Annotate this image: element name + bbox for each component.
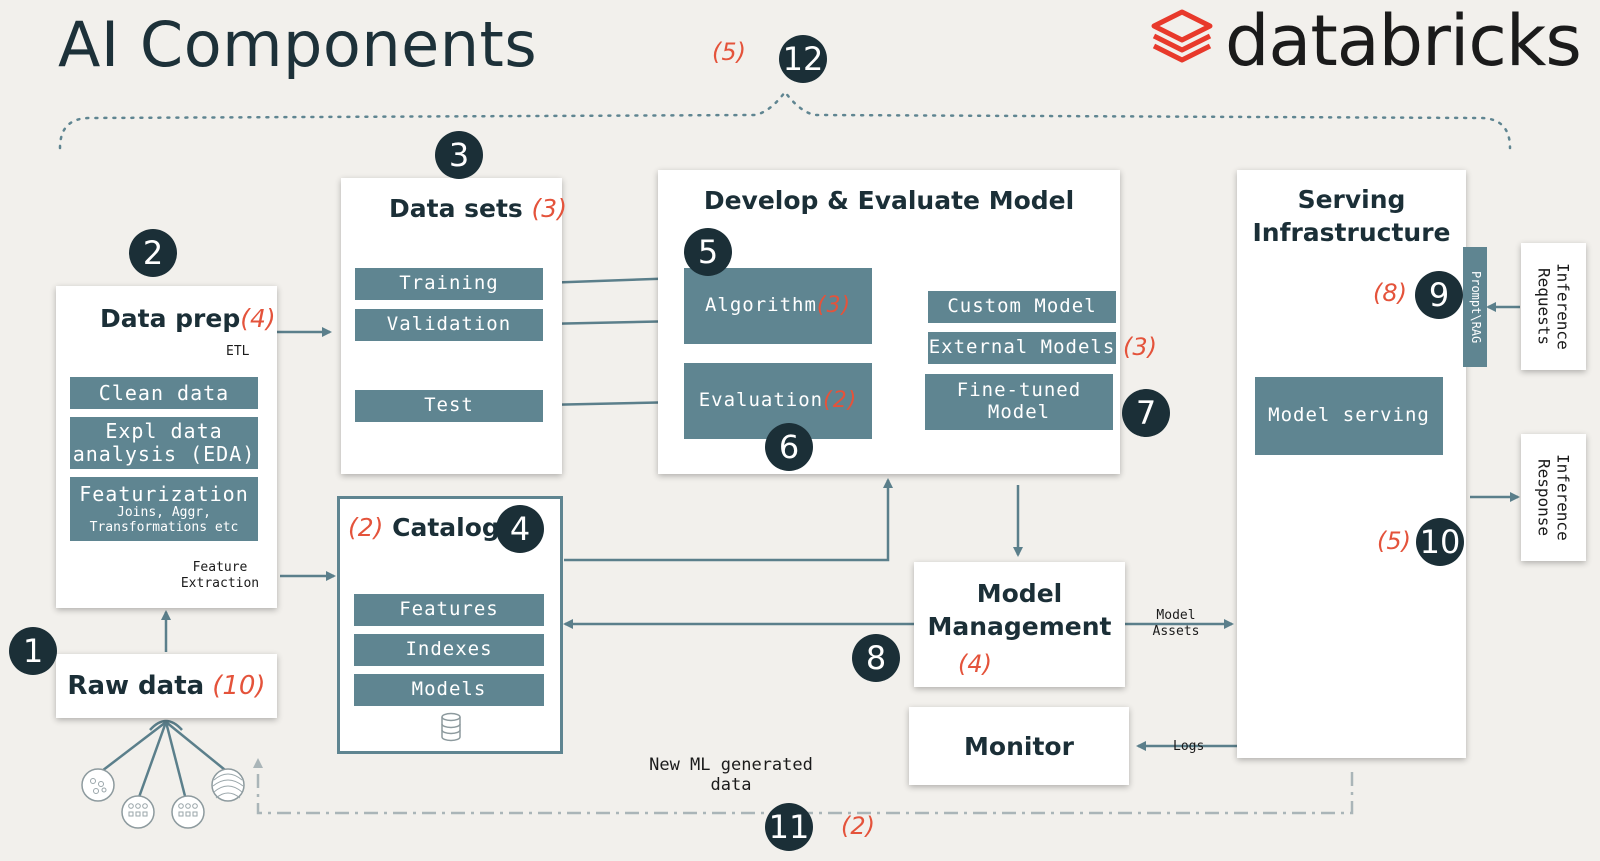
- response-count: (5): [1377, 527, 1411, 555]
- model-assets-label: Model Assets: [1152, 608, 1200, 639]
- badge-1: 1: [9, 627, 57, 675]
- top-count: (5): [712, 38, 746, 66]
- external-models-box[interactable]: External Models: [928, 332, 1116, 364]
- raw-data-count: (10): [212, 671, 266, 701]
- brand-name: databricks: [1225, 0, 1582, 82]
- catalog-title: Catalog: [392, 513, 500, 542]
- databricks-logo-icon: [1150, 6, 1214, 70]
- inference-requests-card[interactable]: Inference Requests: [1521, 243, 1586, 370]
- prompt-rag-box[interactable]: Prompt\RAG: [1463, 247, 1487, 367]
- etl-label: ETL: [226, 344, 250, 359]
- model-management-count: (4): [958, 650, 992, 678]
- badge-2: 2: [129, 229, 177, 277]
- features-box[interactable]: Features: [354, 594, 544, 626]
- data-sets-title: Data sets: [389, 194, 523, 223]
- custom-model-box[interactable]: Custom Model: [928, 291, 1116, 323]
- badge-8: 8: [852, 634, 900, 682]
- data-sets-count: (3): [531, 194, 567, 223]
- test-box[interactable]: Test: [355, 390, 543, 422]
- develop-title: Develop & Evaluate Model: [703, 186, 1075, 215]
- inference-response-label: Inference Response: [1534, 454, 1573, 541]
- monitor-card[interactable]: Monitor: [909, 707, 1129, 785]
- model-serving-box[interactable]: Model serving: [1255, 377, 1443, 455]
- evaluation-label: Evaluation: [698, 389, 824, 412]
- training-box[interactable]: Training: [355, 268, 543, 300]
- algorithm-box[interactable]: Algorithm(3): [684, 268, 872, 344]
- page-title: AI Components: [58, 8, 538, 81]
- indexes-box[interactable]: Indexes: [354, 634, 544, 666]
- raw-data-title: Raw data: [67, 671, 205, 701]
- evaluation-box[interactable]: Evaluation(2): [684, 363, 872, 439]
- loop-count: (2): [841, 812, 875, 840]
- algorithm-label: Algorithm: [704, 294, 817, 317]
- inference-response-card[interactable]: Inference Response: [1521, 434, 1586, 561]
- validation-box[interactable]: Validation: [355, 309, 543, 341]
- logs-label: Logs: [1173, 739, 1205, 754]
- data-prep-card[interactable]: Data prep(4) ETL Clean data Expl data an…: [56, 286, 277, 608]
- serving-infrastructure-card[interactable]: Serving Infrastructure Model serving: [1237, 170, 1466, 758]
- data-sets-card[interactable]: Data sets (3) Training Validation Test: [341, 178, 567, 474]
- eda-box[interactable]: Expl data analysis (EDA): [70, 417, 258, 469]
- data-prep-count: (4): [240, 304, 276, 333]
- featurization-box[interactable]: Featurization Joins, Aggr, Transformatio…: [70, 477, 258, 541]
- inference-requests-label: Inference Requests: [1534, 263, 1573, 350]
- new-ml-data-label: New ML generated data: [649, 755, 813, 796]
- serving-title: Serving Infrastructure: [1252, 185, 1451, 247]
- evaluation-count: (2): [823, 388, 858, 414]
- badge-11: 11: [765, 803, 813, 851]
- badge-10: 10: [1416, 518, 1464, 566]
- database-icon: [439, 712, 463, 746]
- feature-extraction-label: Feature Extraction: [180, 560, 260, 591]
- model-management-card[interactable]: Model Management (4): [914, 562, 1125, 687]
- develop-evaluate-card[interactable]: Develop & Evaluate Model Algorithm(3) Ev…: [658, 170, 1120, 474]
- fine-tuned-model-box[interactable]: Fine-tuned Model: [925, 374, 1113, 430]
- badge-4: 4: [496, 505, 544, 553]
- featurization-label: Featurization: [79, 481, 249, 506]
- requests-count: (8): [1373, 279, 1407, 307]
- catalog-count: (2): [348, 513, 384, 542]
- raw-data-card[interactable]: Raw data (10): [56, 654, 277, 718]
- featurization-sub: Joins, Aggr, Transformations etc: [89, 504, 239, 535]
- badge-3: 3: [435, 131, 483, 179]
- badge-12: 12: [779, 35, 827, 83]
- clean-data-box[interactable]: Clean data: [70, 377, 258, 409]
- badge-5: 5: [684, 228, 732, 276]
- badge-6: 6: [765, 423, 813, 471]
- external-models-count: (3): [1123, 333, 1157, 361]
- model-management-title: Model Management: [927, 579, 1112, 641]
- data-prep-title: Data prep: [100, 304, 241, 333]
- monitor-title: Monitor: [964, 731, 1074, 761]
- badge-7: 7: [1122, 389, 1170, 437]
- badge-9: 9: [1415, 271, 1463, 319]
- models-box[interactable]: Models: [354, 674, 544, 706]
- algorithm-count: (3): [816, 293, 852, 319]
